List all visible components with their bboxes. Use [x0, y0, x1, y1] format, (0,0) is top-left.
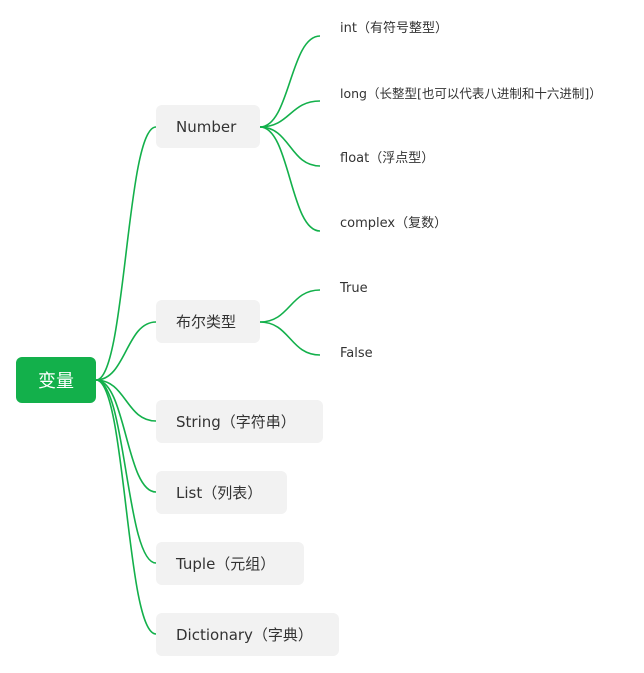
- connector-root-dict: [95, 379, 157, 635]
- node-bool[interactable]: 布尔类型: [156, 300, 260, 343]
- connector-number-int: [259, 35, 321, 128]
- connector-bool-true: [259, 289, 321, 323]
- connector-number-complex: [259, 126, 321, 232]
- node-string[interactable]: String（字符串）: [156, 400, 323, 443]
- connector-number-long: [259, 100, 321, 128]
- leaf-false[interactable]: False: [340, 346, 373, 361]
- connector-root-number: [95, 126, 157, 381]
- connector-bool-false: [259, 321, 321, 356]
- root-node[interactable]: 变量: [16, 357, 96, 403]
- connector-root-bool: [95, 321, 157, 381]
- connector-root-list: [95, 379, 157, 493]
- connector-number-float: [259, 126, 321, 167]
- node-dict-label: Dictionary（字典）: [176, 626, 313, 644]
- node-bool-label: 布尔类型: [176, 313, 237, 331]
- node-list[interactable]: List（列表）: [156, 471, 287, 514]
- root-label: 变量: [38, 371, 74, 392]
- node-dict[interactable]: Dictionary（字典）: [156, 613, 339, 656]
- node-tuple[interactable]: Tuple（元组）: [156, 542, 304, 585]
- node-tuple-label: Tuple（元组）: [176, 555, 276, 573]
- node-number[interactable]: Number: [156, 105, 260, 148]
- leaf-true[interactable]: True: [340, 281, 368, 296]
- connector-root-tuple: [95, 379, 157, 564]
- leaf-int[interactable]: int（有符号整型）: [340, 21, 448, 36]
- node-string-label: String（字符串）: [176, 413, 296, 431]
- leaf-float[interactable]: float（浮点型）: [340, 151, 435, 166]
- leaf-complex[interactable]: complex（复数）: [340, 216, 448, 231]
- connector-root-string: [95, 379, 157, 422]
- node-list-label: List（列表）: [176, 484, 263, 502]
- node-number-label: Number: [176, 117, 237, 136]
- leaf-long[interactable]: long（长整型[也可以代表八进制和十六进制]）: [340, 86, 602, 101]
